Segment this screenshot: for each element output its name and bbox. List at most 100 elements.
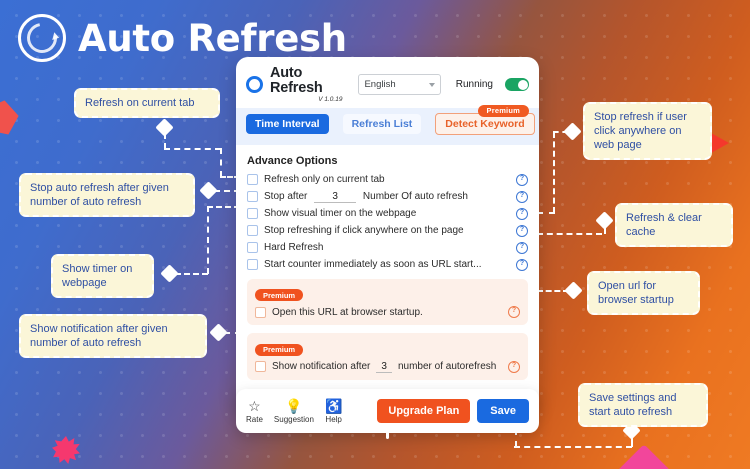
connector-line-4h bbox=[224, 332, 241, 334]
page-title: Auto Refresh bbox=[78, 16, 347, 60]
option-show-visual-timer[interactable]: Show visual timer on the webpage ? bbox=[247, 207, 528, 220]
info-icon[interactable]: ? bbox=[508, 306, 520, 318]
option-label-after: number of autorefresh bbox=[397, 360, 497, 372]
connector-line-3v bbox=[207, 206, 209, 274]
notification-count-input[interactable]: 3 bbox=[376, 361, 393, 373]
connector-line-r1h bbox=[537, 212, 555, 214]
premium-badge: Premium bbox=[255, 289, 304, 301]
page-headline: Auto Refresh bbox=[18, 14, 347, 62]
tab-time-interval[interactable]: Time Interval bbox=[246, 113, 329, 134]
option-label-before: Show notification after bbox=[272, 360, 371, 372]
option-stop-after[interactable]: Stop after 3 Number Of auto refresh ? bbox=[247, 190, 528, 203]
connector-line-3h bbox=[175, 273, 208, 275]
connector-line-3h2 bbox=[207, 206, 240, 208]
footer-label: Rate bbox=[246, 414, 263, 424]
connector-line-1v2 bbox=[220, 148, 222, 177]
extension-footer-bar: ☆ Rate 💡 Suggestion ♿ Help Upgrade Plan … bbox=[236, 389, 539, 433]
decor-triangle-red bbox=[711, 133, 729, 153]
checkbox-stop-after[interactable] bbox=[247, 191, 258, 202]
card-nub-bottom bbox=[386, 432, 389, 439]
callout-refresh-current-tab: Refresh on current tab bbox=[74, 88, 220, 118]
connector-line-r1v bbox=[553, 132, 555, 213]
extension-version: V 1.0.19 bbox=[318, 96, 343, 103]
connector-line-r3h bbox=[537, 290, 569, 292]
stop-after-count-input[interactable]: 3 bbox=[314, 191, 357, 203]
connector-line-r4h bbox=[514, 446, 632, 448]
advance-options-panel: Advance Options Refresh only on current … bbox=[236, 145, 539, 410]
premium-badge-detect-keyword: Premium bbox=[477, 104, 529, 117]
option-label: Show visual timer on the webpage bbox=[264, 208, 417, 219]
callout-show-notification: Show notification after given number of … bbox=[19, 314, 207, 358]
checkbox-open-url-startup[interactable] bbox=[255, 306, 266, 318]
checkbox-show-notification[interactable] bbox=[255, 361, 266, 372]
info-icon[interactable]: ? bbox=[508, 360, 520, 373]
footer-label: Help bbox=[325, 414, 342, 424]
option-label: Refresh only on current tab bbox=[264, 174, 385, 185]
advance-options-title: Advance Options bbox=[247, 154, 338, 167]
callout-open-url-startup: Open url for browser startup bbox=[587, 271, 700, 315]
brand-logo-icon bbox=[246, 76, 263, 94]
upgrade-plan-button[interactable]: Upgrade Plan bbox=[377, 399, 471, 423]
option-label: Stop refreshing if click anywhere on the… bbox=[264, 225, 464, 236]
callout-refresh-clear-cache: Refresh & clear cache bbox=[615, 203, 733, 247]
refresh-circle-icon bbox=[18, 14, 66, 62]
star-icon: ☆ bbox=[248, 397, 261, 414]
connector-line-2h bbox=[214, 190, 240, 192]
connector-line-r2h bbox=[537, 233, 602, 235]
info-icon[interactable]: ? bbox=[516, 258, 528, 271]
connector-line-r4v bbox=[631, 437, 633, 447]
info-icon[interactable]: ? bbox=[516, 224, 528, 237]
option-open-url-startup[interactable]: Open this URL at browser startup. ? bbox=[255, 306, 520, 318]
info-icon[interactable]: ? bbox=[516, 173, 528, 186]
running-status-label: Running bbox=[455, 79, 493, 91]
footer-label: Suggestion bbox=[273, 414, 314, 424]
info-icon[interactable]: ? bbox=[516, 241, 528, 254]
extension-name: Auto Refresh bbox=[270, 65, 323, 96]
option-label: Hard Refresh bbox=[264, 242, 324, 253]
callout-stop-on-click: Stop refresh if user click anywhere on w… bbox=[583, 102, 712, 160]
extension-header: Auto Refresh V 1.0.19 English Running bbox=[236, 57, 539, 108]
info-icon[interactable]: ? bbox=[516, 207, 528, 220]
chevron-down-icon bbox=[428, 82, 435, 87]
checkbox-start-counter[interactable] bbox=[247, 259, 258, 270]
option-label-before: Stop after bbox=[264, 190, 308, 202]
info-icon[interactable]: ? bbox=[516, 190, 528, 203]
premium-block-open-url: Premium Open this URL at browser startup… bbox=[247, 278, 528, 325]
connector-line-r1h2 bbox=[553, 131, 568, 133]
option-label: Start counter immediately as soon as URL… bbox=[264, 259, 482, 270]
language-select[interactable]: English bbox=[358, 74, 441, 96]
running-toggle[interactable] bbox=[505, 78, 529, 92]
checkbox-hard-refresh[interactable] bbox=[247, 242, 258, 253]
checkbox-refresh-only-current-tab[interactable] bbox=[247, 174, 258, 185]
extension-popup-card: Auto Refresh V 1.0.19 English Running Ti… bbox=[236, 57, 539, 410]
callout-stop-after-count: Stop auto refresh after given number of … bbox=[19, 173, 195, 217]
language-select-value: English bbox=[364, 79, 396, 91]
headset-icon: ♿ bbox=[324, 397, 343, 414]
tab-refresh-list[interactable]: Refresh List bbox=[342, 113, 422, 134]
card-nub-top bbox=[386, 381, 389, 388]
option-label-after: Number Of auto refresh bbox=[362, 190, 468, 202]
option-label: Open this URL at browser startup. bbox=[272, 306, 423, 318]
save-button[interactable]: Save bbox=[477, 399, 529, 423]
premium-badge: Premium bbox=[255, 343, 304, 356]
footer-item-help[interactable]: ♿ Help bbox=[324, 397, 343, 424]
footer-item-suggestion[interactable]: 💡 Suggestion bbox=[273, 397, 314, 424]
callout-save-settings: Save settings and start auto refresh bbox=[578, 383, 708, 427]
premium-block-show-notification: Premium Show notification after 3 number… bbox=[247, 333, 528, 380]
callout-show-timer: Show timer on webpage bbox=[51, 254, 154, 298]
option-hard-refresh[interactable]: Hard Refresh ? bbox=[247, 241, 528, 254]
connector-line-1h bbox=[164, 148, 221, 150]
option-stop-on-click[interactable]: Stop refreshing if click anywhere on the… bbox=[247, 224, 528, 237]
checkbox-show-visual-timer[interactable] bbox=[247, 208, 258, 219]
footer-item-rate[interactable]: ☆ Rate bbox=[246, 397, 263, 424]
checkbox-stop-on-click[interactable] bbox=[247, 225, 258, 236]
lightbulb-icon: 💡 bbox=[285, 397, 303, 414]
connector-line-1v bbox=[164, 133, 166, 149]
option-refresh-only-current-tab[interactable]: Refresh only on current tab ? bbox=[247, 173, 528, 186]
option-show-notification[interactable]: Show notification after 3 number of auto… bbox=[255, 360, 520, 373]
connector-line-1h2 bbox=[220, 176, 240, 178]
option-start-counter[interactable]: Start counter immediately as soon as URL… bbox=[247, 258, 528, 271]
connector-line-r2v bbox=[604, 227, 606, 234]
connector-line-r4v2 bbox=[515, 429, 517, 447]
